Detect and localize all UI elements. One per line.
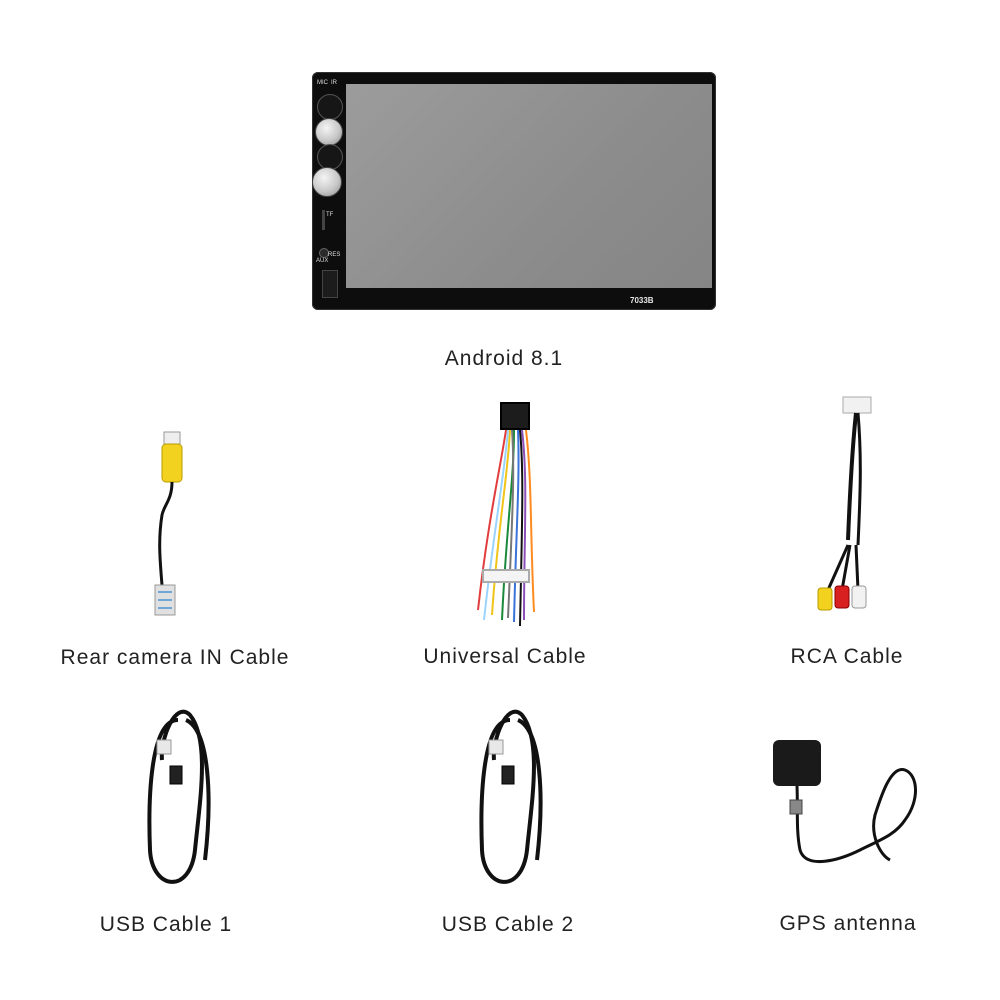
gps-antenna-icon	[773, 740, 917, 864]
caption-gps-antenna: GPS antenna	[779, 912, 917, 935]
model-number: 7033B	[630, 296, 654, 305]
aux-jack-icon	[319, 248, 329, 258]
mic-label: MIC	[317, 80, 328, 86]
wiring-harness-icon	[477, 402, 535, 627]
caption-universal-cable: Universal Cable	[423, 645, 587, 668]
rca-triple-cable-icon	[817, 396, 872, 611]
usb-cable-icon	[147, 710, 211, 884]
prev-track-button-icon	[317, 94, 343, 120]
aux-label: AUX	[316, 258, 329, 264]
usb-cable-icon	[479, 710, 543, 884]
caption-rca-cable: RCA Cable	[790, 645, 904, 668]
power-knob-icon	[315, 118, 343, 146]
caption-usb-cable-2: USB Cable 2	[441, 913, 575, 936]
res-label: RES	[328, 252, 341, 258]
tf-slot-icon	[322, 210, 325, 230]
tf-label: TF	[326, 212, 334, 218]
volume-knob-icon	[312, 167, 342, 197]
caption-usb-cable-1: USB Cable 1	[99, 913, 233, 936]
touch-screen	[346, 84, 712, 288]
rca-single-cable-icon	[154, 431, 183, 616]
caption-rear-camera-in-cable: Rear camera IN Cable	[60, 646, 290, 669]
accessory-illustrations	[147, 396, 917, 884]
ir-label: IR	[331, 80, 337, 86]
head-unit-caption: Android 8.1	[444, 347, 564, 370]
usb-port-icon	[322, 270, 338, 298]
next-track-button-icon	[317, 144, 343, 170]
